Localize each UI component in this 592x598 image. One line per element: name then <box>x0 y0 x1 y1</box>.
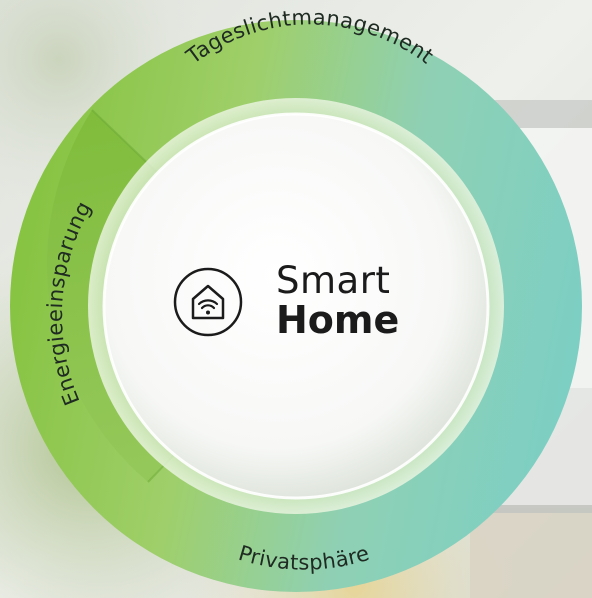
center-title-line1: Smart <box>276 259 391 302</box>
smart-home-icon <box>173 267 243 337</box>
center-label: Smart Home <box>172 260 452 350</box>
center-disc <box>104 114 488 498</box>
center-title-line2: Home <box>276 298 400 342</box>
